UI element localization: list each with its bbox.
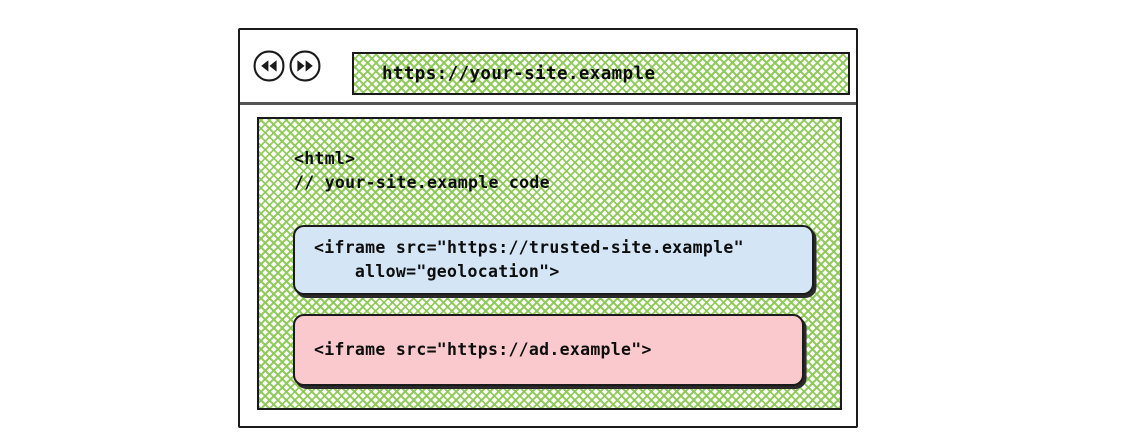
fast-forward-icon: [289, 50, 321, 82]
code-line-comment: // your-site.example code: [294, 173, 550, 192]
iframe-ad-code: <iframe src="https://ad.example">: [314, 340, 652, 360]
toolbar-separator: [240, 102, 856, 105]
code-line-html-tag: <html>: [294, 149, 356, 168]
rewind-icon: [253, 50, 285, 82]
url-bar[interactable]: https://your-site.example: [352, 52, 850, 95]
iframe-trusted-site-code: <iframe src="https://trusted-site.exampl…: [314, 238, 744, 281]
iframe-trusted-site[interactable]: <iframe src="https://trusted-site.exampl…: [293, 225, 814, 295]
page-content-panel: <html> // your-site.example code <iframe…: [257, 117, 842, 410]
browser-toolbar: https://your-site.example: [240, 30, 856, 102]
forward-button[interactable]: [288, 49, 322, 83]
url-text: https://your-site.example: [382, 63, 656, 84]
iframe-ad[interactable]: <iframe src="https://ad.example">: [293, 314, 804, 386]
browser-window: https://your-site.example <html> // your…: [238, 28, 858, 428]
back-button[interactable]: [252, 49, 286, 83]
